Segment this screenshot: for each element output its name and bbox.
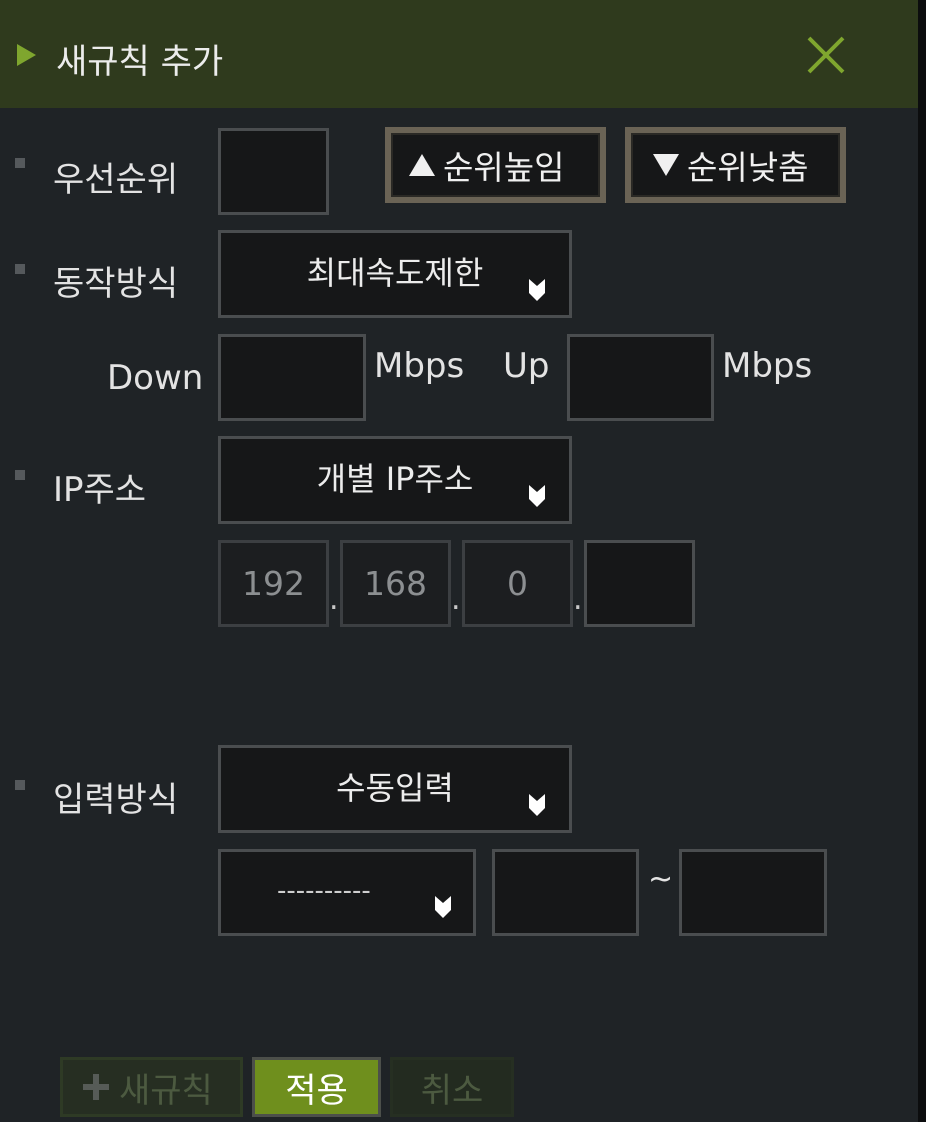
- ip-octet-3-input[interactable]: 0: [462, 540, 573, 627]
- ip-octet-4-input[interactable]: [584, 540, 695, 627]
- apply-label: 적용: [285, 1070, 348, 1111]
- close-icon[interactable]: [806, 35, 846, 75]
- ip-type-select[interactable]: 개별 IP주소: [218, 436, 572, 524]
- priority-down-label: 순위낮춤: [687, 148, 809, 187]
- ip-label: IP주소: [53, 470, 147, 510]
- new-rule-button[interactable]: 새규칙: [60, 1057, 243, 1117]
- up-label: Up: [503, 346, 550, 386]
- mode-label: 동작방식: [53, 264, 179, 304]
- chevron-down-icon: [529, 794, 545, 816]
- chevron-down-icon: [529, 279, 545, 301]
- dialog-titlebar: 새규칙 추가: [0, 0, 918, 108]
- range-from-input[interactable]: [492, 849, 639, 936]
- range-type-select[interactable]: ----------: [218, 849, 476, 936]
- bullet-icon: [15, 158, 25, 168]
- input-mode-selected-value: 수동입력: [336, 769, 454, 807]
- priority-input[interactable]: [218, 128, 329, 215]
- range-type-selected-value: ----------: [277, 875, 371, 906]
- triangle-up-icon: [409, 154, 435, 176]
- chevron-down-icon: [435, 896, 451, 918]
- new-rule-label: 새규칙: [119, 1070, 213, 1111]
- up-unit-label: Mbps: [722, 346, 813, 386]
- mode-select[interactable]: 최대속도제한: [218, 230, 572, 318]
- down-label: Down: [107, 358, 204, 398]
- down-unit-label: Mbps: [374, 346, 465, 386]
- range-separator: ~: [648, 862, 674, 897]
- ip-octet-1-input[interactable]: 192: [218, 540, 329, 627]
- cancel-button[interactable]: 취소: [390, 1057, 514, 1117]
- input-mode-label: 입력방식: [53, 780, 179, 820]
- ip-dot: .: [329, 582, 339, 617]
- range-to-input[interactable]: [679, 849, 827, 936]
- down-speed-input[interactable]: [218, 334, 366, 421]
- triangle-down-icon: [653, 154, 679, 176]
- up-speed-input[interactable]: [567, 334, 714, 421]
- priority-up-label: 순위높임: [443, 148, 565, 187]
- window-edge: [918, 0, 926, 1122]
- ip-type-selected-value: 개별 IP주소: [316, 460, 474, 498]
- plus-icon: [83, 1074, 109, 1100]
- bullet-icon: [15, 470, 25, 480]
- ip-dot: .: [451, 582, 461, 617]
- priority-down-button[interactable]: 순위낮춤: [625, 127, 846, 203]
- priority-label: 우선순위: [53, 160, 179, 200]
- ip-octet-2-input[interactable]: 168: [340, 540, 451, 627]
- bullet-icon: [15, 780, 25, 790]
- apply-button[interactable]: 적용: [252, 1057, 381, 1117]
- mode-selected-value: 최대속도제한: [306, 254, 484, 292]
- chevron-down-icon: [529, 485, 545, 507]
- expand-triangle-icon: [17, 44, 36, 66]
- dialog-title: 새규칙 추가: [56, 42, 224, 82]
- priority-up-button[interactable]: 순위높임: [385, 127, 606, 203]
- ip-dot: .: [573, 582, 583, 617]
- input-mode-select[interactable]: 수동입력: [218, 745, 572, 833]
- bullet-icon: [15, 264, 25, 274]
- cancel-label: 취소: [420, 1070, 484, 1111]
